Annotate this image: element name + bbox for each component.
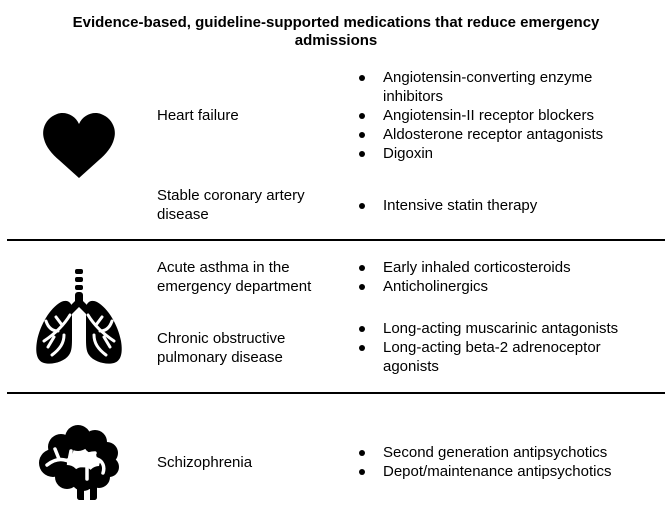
medication-item: Angiotensin-converting enzyme inhibitors xyxy=(357,68,633,106)
condition-group: Schizophrenia Second generation antipsyc… xyxy=(157,443,672,481)
page-title: Evidence-based, guideline-supported medi… xyxy=(72,14,600,49)
condition-group: Acute asthma in the emergency department… xyxy=(157,258,672,296)
section-groups: Acute asthma in the emergency department… xyxy=(157,258,672,376)
section-groups: Schizophrenia Second generation antipsyc… xyxy=(157,443,672,481)
condition-label: Acute asthma in the emergency department xyxy=(157,259,312,295)
condition-section: Acute asthma in the emergency department… xyxy=(0,241,672,392)
section-groups: Heart failure Angiotensin-converting enz… xyxy=(157,68,672,224)
section-divider xyxy=(7,239,665,241)
medication-item: Long-acting muscarinic antagonists xyxy=(357,319,633,338)
medication-item: Intensive statin therapy xyxy=(357,196,633,215)
condition-group: Chronic obstructive pulmonary disease Lo… xyxy=(157,319,672,376)
medication-item: Long-acting beta-2 adrenoceptor agonists xyxy=(357,338,633,376)
medication-item: Early inhaled corticosteroids xyxy=(357,258,633,277)
brain-icon xyxy=(38,425,119,500)
medication-item: Depot/maintenance antipsychotics xyxy=(357,462,633,481)
medication-list: Intensive statin therapy xyxy=(357,196,633,215)
section-divider xyxy=(7,392,665,394)
section-icon-cell xyxy=(0,269,157,365)
medication-list: Angiotensin-converting enzyme inhibitors… xyxy=(357,68,633,163)
condition-group: Heart failure Angiotensin-converting enz… xyxy=(157,68,672,163)
section-icon-cell xyxy=(0,111,157,181)
heart-icon xyxy=(42,113,115,178)
sections: Heart failure Angiotensin-converting enz… xyxy=(0,50,672,530)
medication-item: Digoxin xyxy=(357,144,633,163)
medication-item: Anticholinergics xyxy=(357,277,633,296)
condition-label: Heart failure xyxy=(157,107,239,124)
medication-item: Second generation antipsychotics xyxy=(357,443,633,462)
condition-group: Stable coronary artery disease Intensive… xyxy=(157,186,672,224)
section-icon-cell xyxy=(0,423,157,501)
medication-item: Aldosterone receptor antagonists xyxy=(357,125,633,144)
lungs-icon xyxy=(35,269,122,364)
condition-section: Schizophrenia Second generation antipsyc… xyxy=(0,394,672,530)
condition-label: Stable coronary artery disease xyxy=(157,187,305,223)
condition-label: Schizophrenia xyxy=(157,453,253,471)
medication-item: Angiotensin-II receptor blockers xyxy=(357,106,633,125)
condition-section: Heart failure Angiotensin-converting enz… xyxy=(0,50,672,239)
condition-label: Chronic obstructive pulmonary disease xyxy=(157,329,286,366)
